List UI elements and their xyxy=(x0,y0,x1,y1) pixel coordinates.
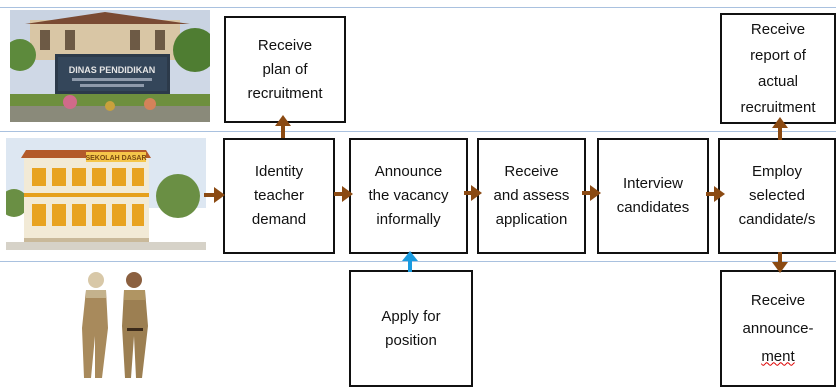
identify-demand-label: Identity teacher demand xyxy=(251,163,307,228)
apply-position-box[interactable]: Apply for position xyxy=(349,270,473,387)
receive-announcement-text: Receive announce- xyxy=(742,291,814,337)
employ-label: Employ selected candidate/s xyxy=(738,163,816,228)
receive-report-label: Receive report of actual recruitment xyxy=(740,20,816,116)
arrow-interview-to-employ xyxy=(706,186,725,202)
arrow-identify-to-announce xyxy=(334,186,353,202)
receive-announcement-box[interactable]: Receive announce- ment xyxy=(720,270,836,387)
receive-announcement-label: Receive announce- ment xyxy=(743,287,814,371)
arrow-identify-to-plan xyxy=(275,115,291,138)
office-sign-text: DINAS PENDIDIKAN xyxy=(69,65,156,75)
interview-label: Interview candidates xyxy=(616,175,690,216)
arrow-employ-to-report xyxy=(772,117,788,140)
receive-plan-box[interactable]: Receive plan of recruitment xyxy=(224,16,346,123)
receive-report-box[interactable]: Receive report of actual recruitment xyxy=(720,13,836,124)
employ-box[interactable]: Employ selected candidate/s xyxy=(718,138,836,254)
arrow-apply-to-announce xyxy=(402,251,418,272)
school-sign-text: SEKOLAH DASAR xyxy=(85,155,146,162)
receive-assess-box[interactable]: Receive and assess application xyxy=(477,138,586,254)
interview-box[interactable]: Interview candidates xyxy=(597,138,709,254)
arrow-school-to-identify xyxy=(204,187,225,203)
lane-top-line xyxy=(0,7,836,8)
announce-vacancy-label: Announce the vacancy informally xyxy=(368,163,449,228)
arrow-announce-to-receive xyxy=(464,185,482,201)
apply-position-label: Apply for position xyxy=(381,307,441,349)
school-photo: SEKOLAH DASAR xyxy=(6,138,206,250)
arrow-employ-to-announcement xyxy=(772,252,788,273)
receive-plan-label: Receive plan of recruitment xyxy=(247,36,323,102)
arrow-receive-to-interview xyxy=(582,185,601,201)
receive-assess-label: Receive and assess application xyxy=(493,163,570,228)
teachers-photo xyxy=(68,266,164,384)
office-photo: DINAS PENDIDIKAN xyxy=(10,10,210,122)
lane-divider-1 xyxy=(0,131,836,132)
lane-divider-2 xyxy=(0,261,836,262)
announce-vacancy-box[interactable]: Announce the vacancy informally xyxy=(349,138,468,254)
receive-announcement-text-last: ment xyxy=(761,347,795,365)
identify-demand-box[interactable]: Identity teacher demand xyxy=(223,138,335,254)
